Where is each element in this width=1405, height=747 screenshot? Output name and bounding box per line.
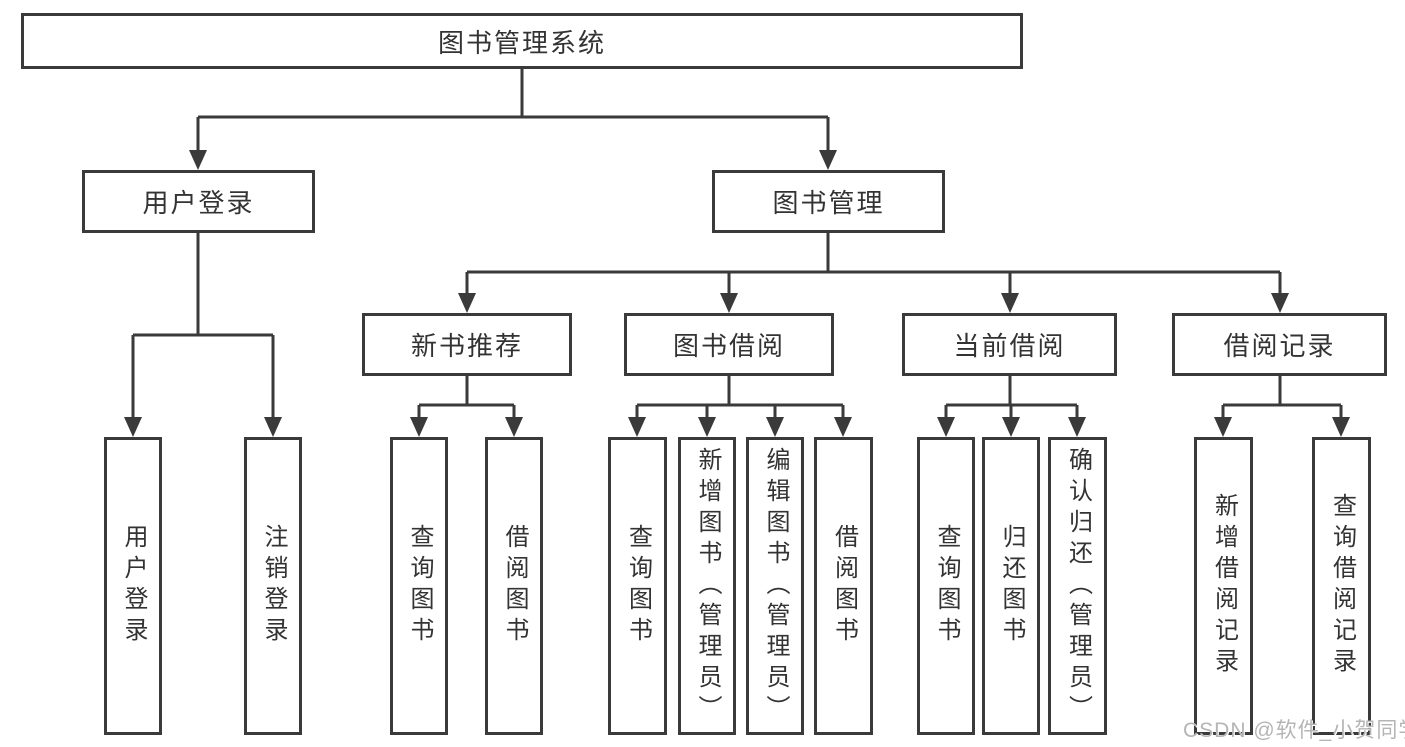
- connector-root-branch: [196, 69, 830, 155]
- connector-new-book-branch: [417, 376, 516, 422]
- node-leaf-borrow-books-1: 借阅图书: [485, 437, 543, 735]
- arrowhead-icon: [1001, 293, 1019, 313]
- node-leaf-logout-label: 注销登录: [260, 524, 287, 648]
- node-leaf-edit-books-admin: 编辑图书（管理员）: [746, 437, 804, 735]
- connector-borrow-records-branch: [1221, 376, 1343, 422]
- node-leaf-add-books-admin-label: 新增图书（管理员）: [694, 446, 721, 726]
- node-root-system: 图书管理系统: [21, 13, 1023, 69]
- node-leaf-confirm-return-admin-label: 确认归还（管理员）: [1064, 446, 1092, 726]
- node-leaf-return-books-label: 归还图书: [998, 524, 1025, 648]
- node-new-book-recommend: 新书推荐: [362, 313, 572, 376]
- connector-book-borrow-branch: [635, 376, 845, 422]
- node-borrowing-records: 借阅记录: [1172, 313, 1387, 376]
- arrowhead-icon: [1002, 417, 1020, 437]
- node-user-login-label: 用户登录: [142, 188, 255, 218]
- node-book-borrowing: 图书借阅: [624, 313, 834, 376]
- node-leaf-query-books-2: 查询图书: [608, 437, 667, 735]
- node-new-book-recommend-label: 新书推荐: [410, 331, 523, 361]
- arrowhead-icon: [458, 293, 476, 313]
- arrowhead-icon: [1214, 417, 1232, 437]
- arrowhead-icon: [1068, 417, 1086, 437]
- arrowhead-icon: [189, 150, 207, 170]
- node-leaf-query-books-1: 查询图书: [390, 437, 448, 735]
- node-leaf-query-books-3: 查询图书: [917, 437, 975, 735]
- node-book-management-label: 图书管理: [772, 188, 885, 218]
- node-leaf-add-borrow-record: 新增借阅记录: [1194, 437, 1253, 735]
- node-leaf-add-borrow-record-label: 新增借阅记录: [1210, 493, 1238, 679]
- arrowhead-icon: [264, 417, 282, 437]
- arrowhead-icon: [1271, 293, 1289, 313]
- connector-book-mgmt-branch: [465, 233, 1282, 298]
- node-leaf-borrow-books-2: 借阅图书: [814, 437, 873, 735]
- arrowhead-icon: [766, 417, 784, 437]
- arrowhead-icon: [628, 417, 646, 437]
- node-leaf-add-books-admin: 新增图书（管理员）: [678, 437, 736, 735]
- node-borrowing-records-label: 借阅记录: [1223, 331, 1336, 361]
- node-user-login: 用户登录: [82, 170, 315, 233]
- arrowhead-icon: [819, 150, 837, 170]
- csdn-watermark: CSDN @软件_小贺同学: [1183, 719, 1405, 742]
- node-leaf-query-books-1-label: 查询图书: [406, 524, 433, 648]
- node-leaf-query-books-3-label: 查询图书: [933, 524, 960, 648]
- node-leaf-query-books-2-label: 查询图书: [624, 524, 652, 648]
- node-leaf-confirm-return-admin: 确认归还（管理员）: [1048, 437, 1107, 735]
- connector-user-login-branch: [131, 233, 275, 422]
- node-current-borrowing-label: 当前借阅: [953, 331, 1066, 361]
- node-current-borrowing: 当前借阅: [902, 313, 1117, 376]
- node-leaf-user-login-label: 用户登录: [120, 524, 147, 648]
- arrowhead-icon: [937, 417, 955, 437]
- node-leaf-logout: 注销登录: [244, 437, 302, 735]
- arrowhead-icon: [410, 417, 428, 437]
- arrowhead-icon: [1332, 417, 1350, 437]
- node-leaf-user-login: 用户登录: [104, 437, 162, 735]
- node-book-borrowing-label: 图书借阅: [672, 331, 785, 361]
- node-root-system-label: 图书管理系统: [437, 27, 606, 58]
- node-leaf-return-books: 归还图书: [982, 437, 1040, 735]
- node-leaf-borrow-books-2-label: 借阅图书: [830, 524, 858, 648]
- node-leaf-query-borrow-record: 查询借阅记录: [1312, 437, 1371, 735]
- arrowhead-icon: [124, 417, 142, 437]
- connector-current-borrow-branch: [944, 376, 1079, 422]
- node-leaf-query-borrow-record-label: 查询借阅记录: [1328, 493, 1356, 679]
- arrowhead-icon: [720, 293, 738, 313]
- node-leaf-edit-books-admin-label: 编辑图书（管理员）: [762, 446, 789, 726]
- node-book-management: 图书管理: [712, 170, 945, 233]
- arrowhead-icon: [505, 417, 523, 437]
- arrowhead-icon: [698, 417, 716, 437]
- arrowhead-icon: [834, 417, 852, 437]
- node-leaf-borrow-books-1-label: 借阅图书: [501, 524, 528, 648]
